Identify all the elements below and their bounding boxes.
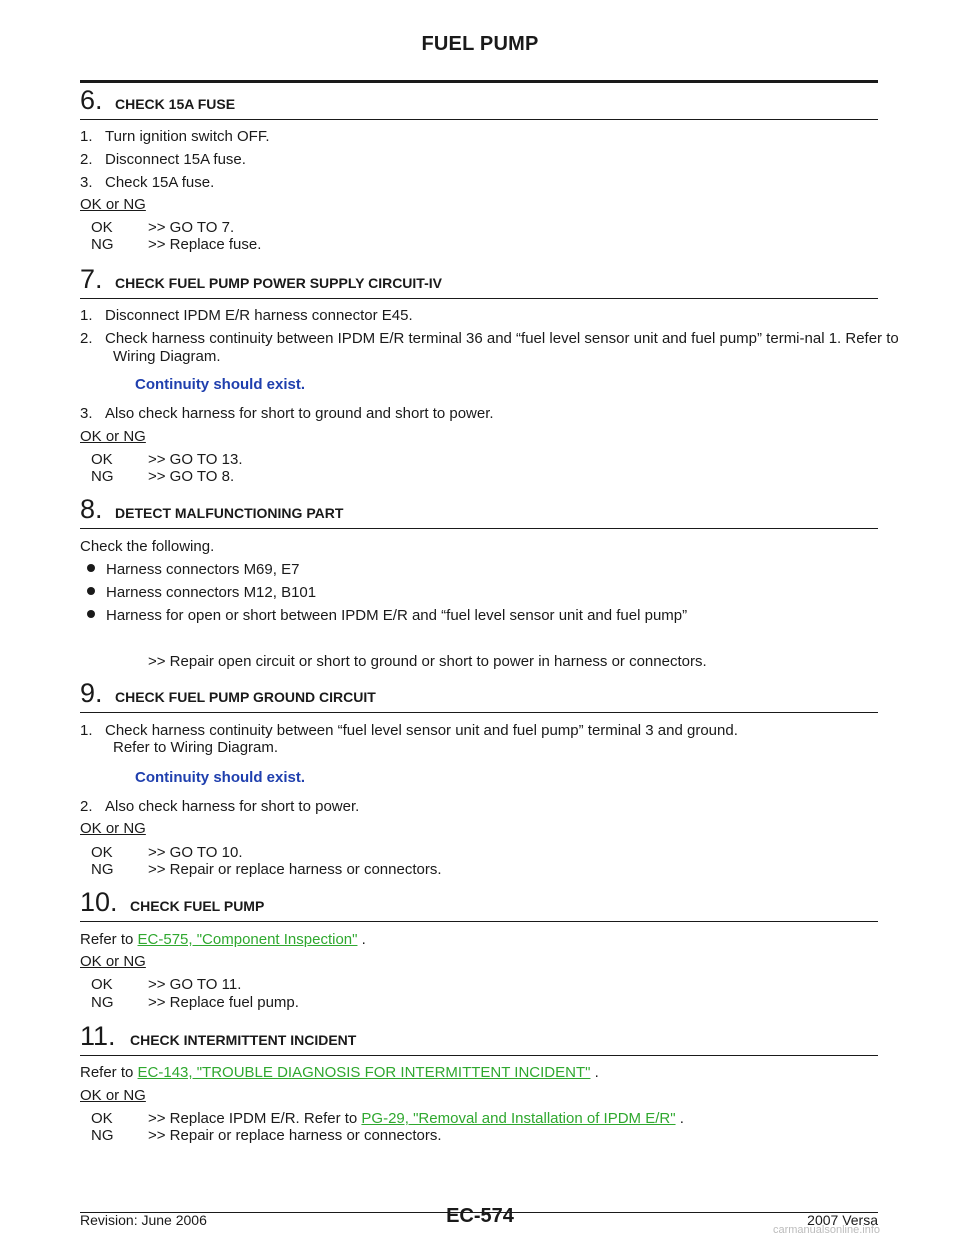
result-ng: NG >> Repair or replace harness or connec… <box>91 861 442 879</box>
result-code: OK <box>91 976 113 993</box>
result-ng: NG >> Repair or replace harness or connec… <box>91 1127 442 1145</box>
ok-or-ng-label: OK or NG <box>80 953 146 970</box>
bullet-item: Harness connectors M12, B101 <box>87 584 316 602</box>
instruction-line: 1. Disconnect IPDM E/R harness connector… <box>80 307 413 324</box>
model-year: 2007 Versa <box>807 1212 878 1228</box>
result-text: >> Replace IPDM E/R. Refer to <box>148 1110 362 1127</box>
refer-prefix: Refer to <box>80 931 138 948</box>
bullet-text: Harness for open or short between IPDM E… <box>106 607 688 624</box>
page-title: FUEL PUMP <box>421 33 539 55</box>
instruction-line: 1. Turn ignition switch OFF. <box>80 128 270 145</box>
result-code: OK <box>91 844 113 861</box>
step-number: 10. <box>80 887 118 917</box>
result-text: >> Repair or replace harness or connecto… <box>148 1127 442 1144</box>
step-title: CHECK FUEL PUMP POWER SUPPLY CIRCUIT-IV <box>115 275 442 291</box>
instruction-line: 2. Check harness continuity between IPDM… <box>80 330 899 365</box>
watermark: carmanualsonline.info <box>772 1224 880 1236</box>
step-number: 9. <box>80 678 103 708</box>
refer-suffix: . <box>590 1064 599 1081</box>
header-rule <box>80 80 878 83</box>
result-ng: NG >> GO TO 8. <box>91 468 234 486</box>
ipdm-removal-link[interactable]: PG-29, "Removal and Installation of IPDM… <box>361 1110 676 1127</box>
refer-line: Refer to EC-143, "TROUBLE DIAGNOSIS FOR … <box>80 1064 599 1082</box>
result-ok: OK >> GO TO 7. <box>91 219 234 237</box>
intro-line: Check the following. <box>80 538 215 555</box>
instruction-line: 1. Check harness continuity between “fue… <box>80 722 738 739</box>
ok-or-ng-label: OK or NG <box>80 1087 146 1104</box>
refer-suffix: . <box>357 931 366 948</box>
page-number: EC-574 <box>446 1205 514 1227</box>
result-code: OK <box>91 1110 113 1127</box>
result-code: NG <box>91 1127 114 1144</box>
refer-prefix: Refer to <box>80 1064 138 1081</box>
ok-or-ng-label: OK or NG <box>80 196 146 213</box>
step-title: CHECK INTERMITTENT INCIDENT <box>130 1032 357 1048</box>
result-code: NG <box>91 994 114 1011</box>
result-code: NG <box>91 468 114 485</box>
ok-or-ng-label: OK or NG <box>80 820 146 837</box>
result-text: >> GO TO 8. <box>148 468 235 485</box>
ok-or-ng-label: OK or NG <box>80 428 146 445</box>
step-number: 6. <box>80 85 103 115</box>
component-inspection-link[interactable]: EC-575, "Component Inspection" <box>137 931 358 948</box>
spec-note: Continuity should exist. <box>135 376 306 393</box>
bullet-icon <box>87 587 95 595</box>
spec-note: Continuity should exist. <box>135 769 306 786</box>
step-title: CHECK 15A FUSE <box>115 96 236 112</box>
bullet-icon <box>87 564 95 572</box>
step-title: CHECK FUEL PUMP GROUND CIRCUIT <box>115 689 376 705</box>
intermittent-incident-link[interactable]: EC-143, "TROUBLE DIAGNOSIS FOR INTERMITT… <box>137 1064 591 1081</box>
bullet-text: Harness connectors M69, E7 <box>106 561 300 578</box>
result-ok: OK >> GO TO 11. <box>91 976 241 994</box>
step-7-heading: 7. CHECK FUEL PUMP POWER SUPPLY CIRCUIT-… <box>80 266 878 299</box>
instruction-line: 2. Disconnect 15A fuse. <box>80 151 246 168</box>
bullet-icon <box>87 610 95 618</box>
instruction-line: Refer to Wiring Diagram. <box>113 739 279 756</box>
step-title: DETECT MALFUNCTIONING PART <box>115 505 344 521</box>
result-text: >> Replace fuse. <box>148 236 262 253</box>
result-code: NG <box>91 861 114 878</box>
instruction-line: 2. Also check harness for short to power… <box>80 798 360 815</box>
result-code: OK <box>91 219 113 236</box>
result-suffix: . <box>675 1110 684 1127</box>
step-9-heading: 9. CHECK FUEL PUMP GROUND CIRCUIT <box>80 680 878 713</box>
result-text: >> Repair or replace harness or connecto… <box>148 861 442 878</box>
step-title: CHECK FUEL PUMP <box>130 898 265 914</box>
step-number: 8. <box>80 494 103 524</box>
revision-date: Revision: June 2006 <box>80 1212 207 1228</box>
step-6-heading: 6. CHECK 15A FUSE <box>80 87 878 120</box>
step-number: 11. <box>80 1021 116 1051</box>
bullet-item: Harness for open or short between IPDM E… <box>87 607 687 625</box>
step-number: 7. <box>80 264 103 294</box>
result-ng: NG >> Replace fuse. <box>91 236 261 254</box>
result-ok: OK >> Replace IPDM E/R. Refer to PG-29, "… <box>91 1110 684 1128</box>
result-text: >> GO TO 7. <box>148 219 235 236</box>
action-line: >> Repair open circuit or short to groun… <box>148 653 707 670</box>
result-ng: NG >> Replace fuel pump. <box>91 994 299 1012</box>
result-text: >> GO TO 11. <box>148 976 242 993</box>
refer-line: Refer to EC-575, "Component Inspection" … <box>80 931 366 949</box>
result-ok: OK >> GO TO 13. <box>91 451 243 469</box>
instruction-line: 3. Check 15A fuse. <box>80 174 215 191</box>
result-text: >> Replace fuel pump. <box>148 994 299 1011</box>
instruction-line: 3. Also check harness for short to groun… <box>80 405 494 422</box>
result-code: OK <box>91 451 113 468</box>
result-ok: OK >> GO TO 10. <box>91 844 243 862</box>
bullet-text: Harness connectors M12, B101 <box>106 584 317 601</box>
step-10-heading: 10. CHECK FUEL PUMP <box>80 889 878 922</box>
bullet-item: Harness connectors M69, E7 <box>87 561 299 579</box>
step-8-heading: 8. DETECT MALFUNCTIONING PART <box>80 496 878 529</box>
result-text: >> GO TO 13. <box>148 451 243 468</box>
footer-rule <box>80 1212 878 1213</box>
result-text: >> GO TO 10. <box>148 844 243 861</box>
step-11-heading: 11. CHECK INTERMITTENT INCIDENT <box>80 1023 878 1056</box>
result-code: NG <box>91 236 114 253</box>
